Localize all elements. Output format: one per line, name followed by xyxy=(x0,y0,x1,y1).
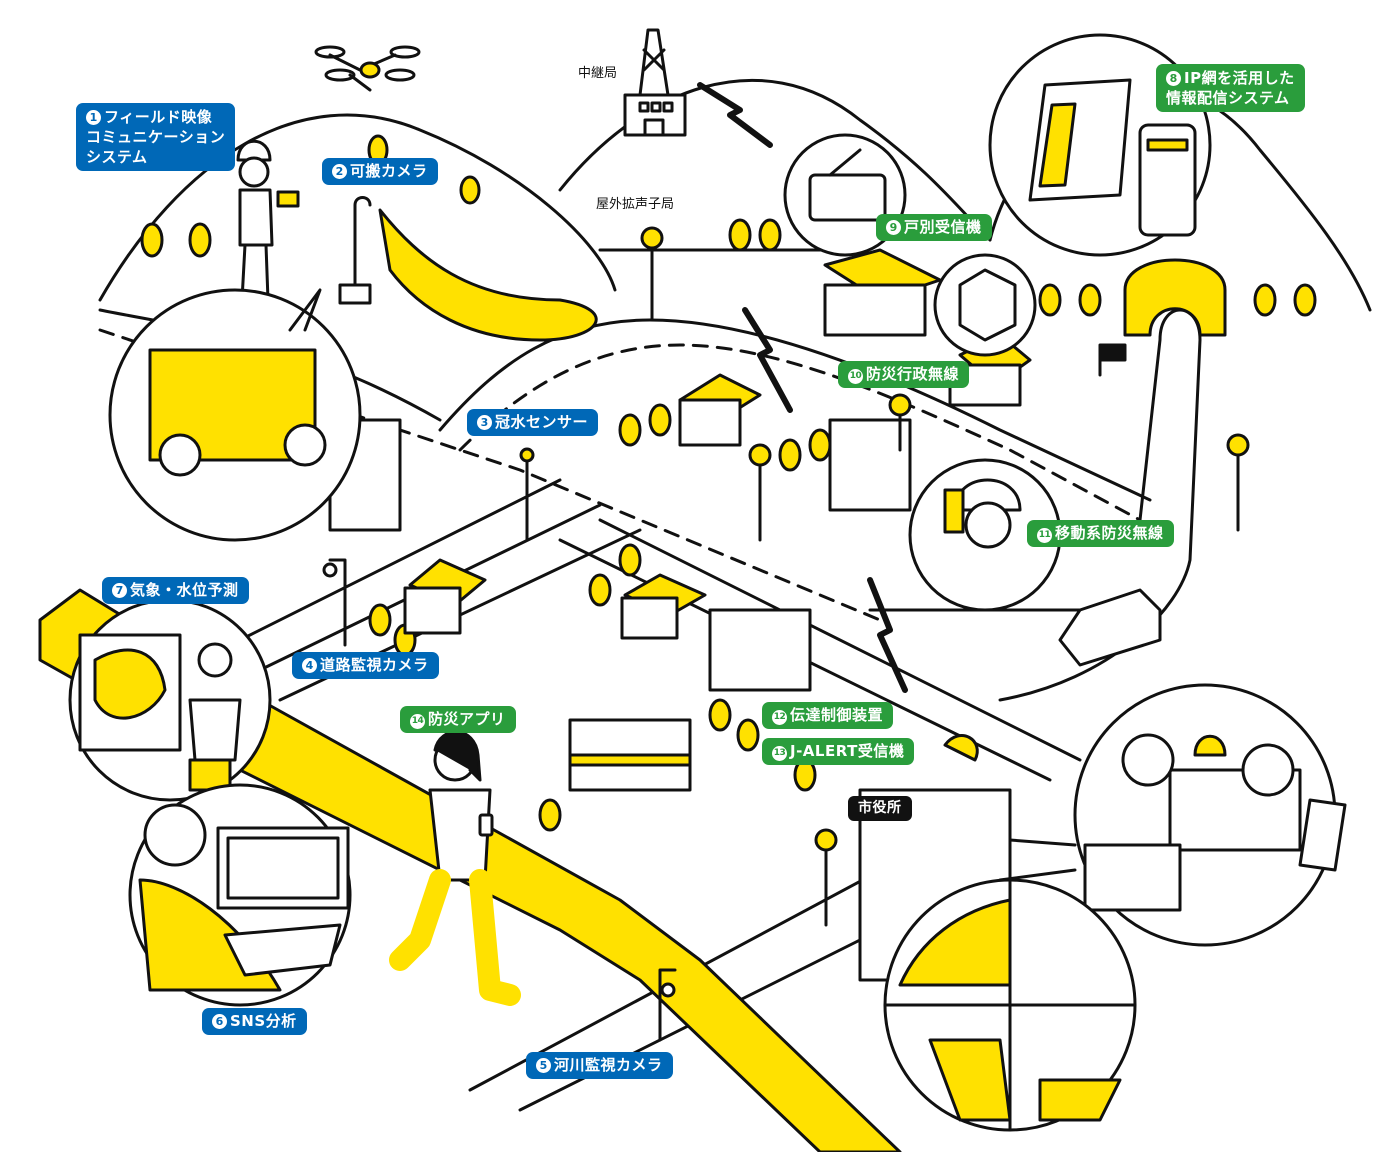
vignette-ip-network xyxy=(988,33,1212,257)
road-camera-pole xyxy=(328,558,347,647)
city-hall-label: 市役所 xyxy=(848,796,912,821)
outdoor-speaker-label: 屋外拡声子局 xyxy=(596,197,675,212)
river-camera-pole xyxy=(658,968,677,1042)
callout-line-command xyxy=(998,838,1077,882)
house-yellow-roof-2 xyxy=(403,558,487,635)
relay-station-label: 中継局 xyxy=(578,66,618,81)
house-yellow-roof-1 xyxy=(678,373,762,447)
j-alert-dish xyxy=(943,734,979,762)
road-curve xyxy=(438,318,1152,502)
river-flood xyxy=(378,208,598,342)
badge-number: 5 xyxy=(536,1058,551,1073)
vignette-command-center xyxy=(1073,683,1347,947)
building-center xyxy=(828,418,912,512)
house-yellow-roof-3 xyxy=(620,573,707,640)
vignette-field-video xyxy=(108,288,362,542)
badge-number: 1 xyxy=(86,110,101,125)
badge-number: 10 xyxy=(848,369,863,384)
apartment-yellow-roof xyxy=(823,248,942,337)
badge-number: 9 xyxy=(886,220,901,235)
tunnel xyxy=(1123,258,1227,337)
building-office xyxy=(708,608,812,692)
badge-number: 3 xyxy=(477,415,492,430)
woman-with-phone xyxy=(389,730,521,1006)
badge-number: 7 xyxy=(112,583,127,598)
badge-number: 11 xyxy=(1037,528,1052,543)
vignette-mobile-radio xyxy=(908,458,1062,612)
trees xyxy=(140,134,1317,832)
road-curve-dash xyxy=(458,343,1142,522)
relay-tower xyxy=(623,28,687,137)
flag xyxy=(1098,343,1127,377)
worker-with-controller xyxy=(236,139,300,302)
road-right xyxy=(998,308,1202,702)
vignette-disaster-radio xyxy=(933,253,1037,357)
vignette-household-receiver xyxy=(783,133,907,257)
mountain-left xyxy=(98,113,617,302)
portable-camera-pole xyxy=(353,196,372,302)
badge-number: 12 xyxy=(772,710,787,725)
badge-number: 2 xyxy=(332,164,347,179)
lightning-1 xyxy=(697,82,773,148)
badge-number: 4 xyxy=(302,658,317,673)
vignette-sns-analysis xyxy=(128,783,352,1007)
police-car xyxy=(1058,588,1162,667)
vignette-monitoring-grid xyxy=(883,878,1137,1132)
convenience-store xyxy=(568,718,692,792)
badge-number: 6 xyxy=(212,1014,227,1029)
lightning-3 xyxy=(867,577,908,693)
badge-number: 13 xyxy=(772,746,787,761)
badge-number: 14 xyxy=(410,714,425,729)
badge-number: 8 xyxy=(1166,71,1181,86)
vignette-weather-forecast xyxy=(68,598,272,802)
lightning-2 xyxy=(742,307,793,413)
